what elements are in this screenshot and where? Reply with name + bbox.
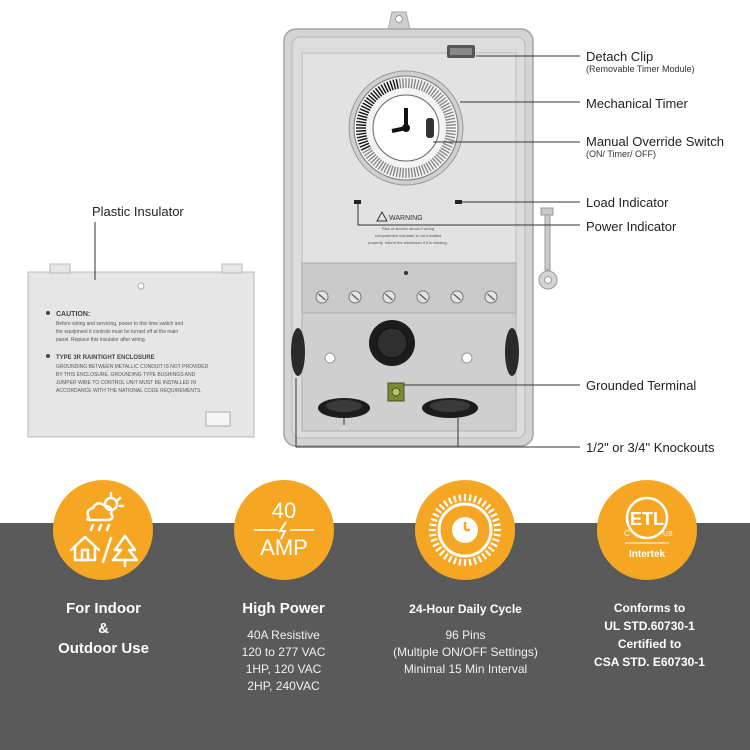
feature-daily-cycle-title: 24-Hour Daily Cycle: [409, 602, 522, 616]
feature-certification-title: Conforms to UL STD.60730-1 Certified to …: [594, 601, 705, 669]
callout-detach-clip: Detach Clip (Removable Timer Module): [586, 49, 695, 75]
svg-text:ACCORDANCE WITH THE NATIONAL C: ACCORDANCE WITH THE NATIONAL CODE REQUIR…: [56, 388, 202, 394]
svg-text:Risk of electric shock if wiri: Risk of electric shock if wiring: [382, 226, 434, 231]
svg-text:panel. Replace this insulator: panel. Replace this insulator after wiri…: [56, 337, 146, 343]
svg-text:WARNING: WARNING: [389, 215, 423, 222]
feature-certification: Conforms to UL STD.60730-1 Certified to …: [556, 523, 743, 750]
feature-daily-cycle: 24-Hour Daily Cycle 96 Pins (Multiple ON…: [372, 523, 559, 750]
svg-text:properly. Inform the electrici: properly. Inform the electrician if it i…: [368, 240, 448, 245]
svg-text:GROUNDING BETWEEN METALLIC CON: GROUNDING BETWEEN METALLIC CONDUIT IS NO…: [56, 364, 209, 370]
feature-indoor-outdoor-title: For Indoor & Outdoor Use: [58, 600, 149, 657]
feature-high-power-desc: 40A Resistive 120 to 277 VAC 1HP, 120 VA…: [241, 628, 326, 693]
feature-indoor-outdoor: For Indoor & Outdoor Use: [10, 523, 197, 750]
forty-amp-icon: 40 AMP: [234, 480, 334, 580]
callout-knockouts-label: 1/2" or 3/4" Knockouts: [586, 440, 715, 455]
etl-us-text: US: [663, 531, 673, 538]
svg-text:BY THIS ENCLOSURE. GROUNDING T: BY THIS ENCLOSURE. GROUNDING TYPE BUSHIN…: [56, 372, 196, 378]
callout-power-indicator: Power Indicator: [586, 219, 676, 234]
etl-mark-icon: ETL C US Intertek: [597, 480, 697, 580]
svg-text:Before wiring and servicing, p: Before wiring and servicing, power to th…: [56, 321, 183, 327]
callout-manual-override-sub: (ON/ Timer/ OFF): [586, 149, 656, 159]
callout-load-indicator: Load Indicator: [586, 195, 668, 210]
callout-load-indicator-label: Load Indicator: [586, 195, 669, 210]
indoor-outdoor-icon: [53, 480, 153, 580]
callout-plastic-insulator: Plastic Insulator: [92, 204, 184, 219]
timer-enclosure-illustration: WARNING Risk of electric shock if wiring…: [27, 11, 580, 448]
callout-mechanical-timer-label: Mechanical Timer: [586, 96, 688, 111]
callout-grounded-terminal: Grounded Terminal: [586, 378, 696, 393]
callout-manual-override-label: Manual Override Switch: [586, 134, 724, 149]
feature-high-power-title: High Power: [242, 600, 325, 617]
callout-knockouts: 1/2" or 3/4" Knockouts: [586, 440, 714, 455]
svg-text:JUMPER WIRE TO CONTROL UNIT MU: JUMPER WIRE TO CONTROL UNIT MUST BE INST…: [56, 380, 196, 386]
callout-power-indicator-label: Power Indicator: [586, 219, 677, 234]
amp-number: 40: [271, 498, 297, 523]
etl-c-text: C: [624, 529, 630, 538]
dial-icon: [415, 480, 515, 580]
feature-high-power: High Power 40A Resistive 120 to 277 VAC …: [190, 523, 377, 750]
lightning-bolt-icon: [254, 521, 314, 540]
callout-plastic-insulator-label: Plastic Insulator: [92, 204, 184, 219]
svg-text:compartment insulator is not i: compartment insulator is not installed: [375, 233, 441, 238]
callout-mechanical-timer: Mechanical Timer: [586, 96, 688, 111]
svg-text:TYPE 3R RAINTIGHT ENCLOSURE: TYPE 3R RAINTIGHT ENCLOSURE: [56, 355, 155, 361]
plastic-insulator-sheet: CAUTION: TYPE 3R RAINTIGHT ENCLOSURE Bef…: [27, 263, 255, 438]
callout-detach-clip-sub: (Removable Timer Module): [586, 64, 695, 74]
callout-manual-override: Manual Override Switch (ON/ Timer/ OFF): [586, 134, 724, 160]
mechanical-timer-dial: [348, 70, 464, 186]
amp-unit: AMP: [260, 535, 308, 560]
svg-text:the equipment it controls must: the equipment it controls must be turned…: [56, 329, 178, 335]
warning-label: WARNING Risk of electric shock if wiring…: [368, 210, 448, 245]
etl-text: ETL: [630, 509, 664, 529]
intertek-badge-text: Intertek: [628, 549, 666, 560]
callout-detach-clip-label: Detach Clip: [586, 49, 654, 64]
svg-text:CAUTION:: CAUTION:: [56, 311, 90, 318]
callout-grounded-terminal-label: Grounded Terminal: [586, 378, 697, 393]
feature-daily-cycle-desc: 96 Pins (Multiple ON/OFF Settings) Minim…: [393, 628, 538, 676]
